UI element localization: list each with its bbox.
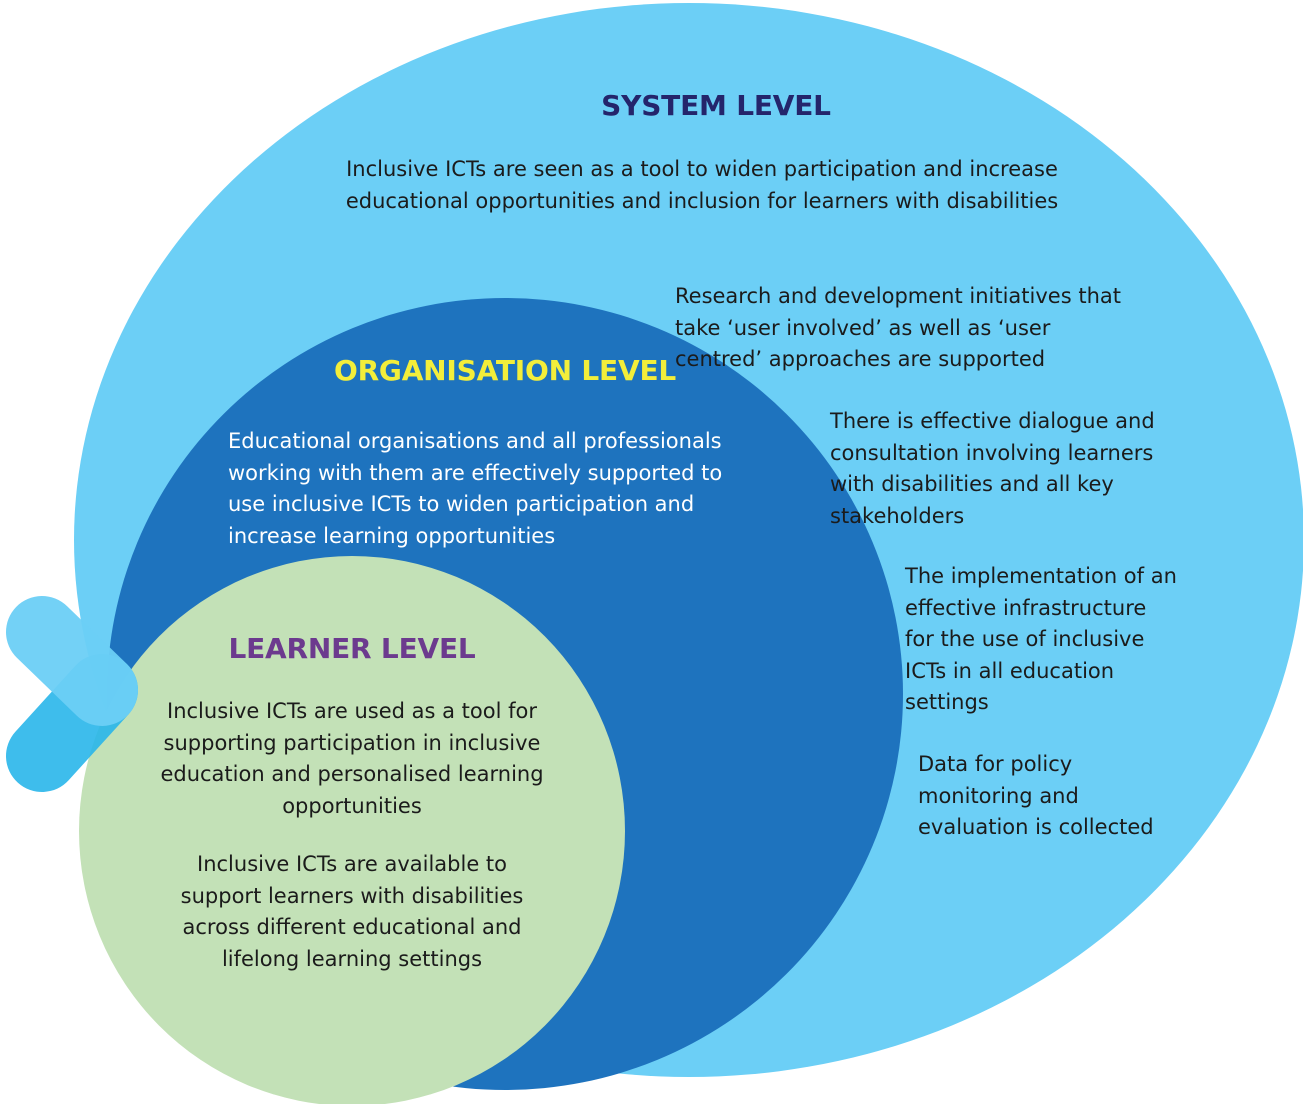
chevron-upper-arm bbox=[6, 596, 138, 726]
learner-point-tool: Inclusive ICTs are used as a tool for su… bbox=[160, 699, 544, 818]
system-level-intro: Inclusive ICTs are seen as a tool to wid… bbox=[345, 157, 1059, 213]
system-level-heading: SYSTEM LEVEL bbox=[601, 89, 831, 122]
learner-point-available: Inclusive ICTs are available to support … bbox=[180, 852, 524, 971]
learner-level-heading: LEARNER LEVEL bbox=[228, 632, 476, 665]
system-point-research: Research and development initiatives tha… bbox=[675, 284, 1121, 371]
organisation-level-heading: ORGANISATION LEVEL bbox=[333, 354, 677, 387]
chevron-right-icon bbox=[6, 596, 138, 792]
system-point-data: Data for policy monitoring and evaluatio… bbox=[918, 752, 1154, 839]
system-point-infrastructure: The implementation of an effective infra… bbox=[905, 564, 1177, 714]
system-point-dialogue: There is effective dialogue and consulta… bbox=[830, 409, 1155, 528]
organisation-level-text: Educational organisations and all profes… bbox=[228, 429, 723, 548]
learner-level-circle bbox=[79, 556, 625, 1104]
